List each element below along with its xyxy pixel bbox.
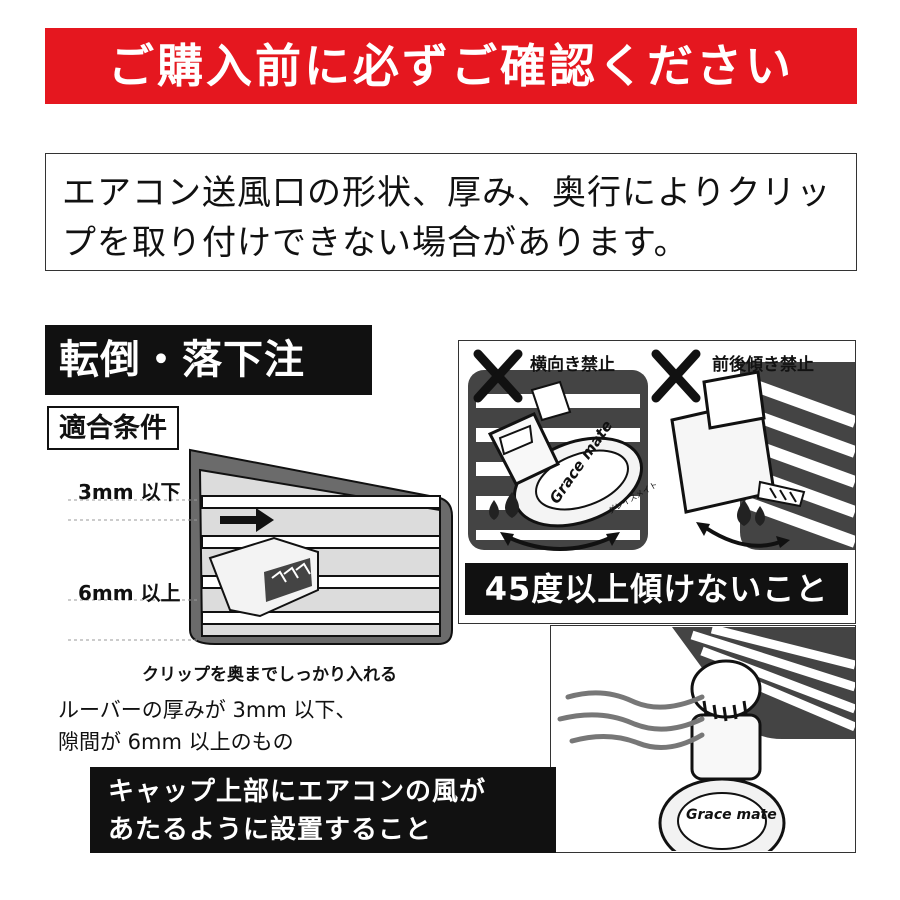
notice-line-1: エアコン送風口の形状、厚み、奥行によりクリッ <box>62 173 832 213</box>
conditions-title: 適合条件 <box>47 406 179 450</box>
purchase-warning-banner: ご購入前に必ずご確認ください <box>45 28 857 104</box>
sideways-label: 横向き禁止 <box>530 355 615 375</box>
rotate-arrow-right <box>704 526 781 548</box>
tilted-bottle-icon <box>670 370 806 526</box>
prohibited-icon-left <box>473 349 523 403</box>
airflow-instruction: キャップ上部にエアコンの風が あたるように設置すること <box>90 767 556 853</box>
rotate-arrow-left <box>509 536 611 551</box>
sideways-bottle-icon <box>487 380 644 528</box>
wind-icon <box>557 690 705 750</box>
insert-arrow-icon <box>220 508 274 532</box>
airflow-illustration: Grace mate <box>557 627 855 851</box>
clip-instruction: クリップを奥までしっかり入れる <box>142 665 397 685</box>
airflow-instruction-line-2: あたるように設置すること <box>108 815 433 845</box>
clip-icon <box>208 536 319 618</box>
airflow-instruction-line-1: キャップ上部にエアコンの風が <box>108 777 487 807</box>
vent-louvers <box>201 495 441 625</box>
forward-back-vent <box>740 362 855 550</box>
vent-clip-illustration <box>68 448 453 645</box>
fall-warning-title: 転倒・落下注意！ <box>45 325 372 453</box>
notice-line-2: プを取り付けできない場合があります。 <box>62 223 689 263</box>
condition-description: ルーバーの厚みが 3mm 以下、 隙間が 6mm 以上のもの <box>58 694 356 758</box>
tilt-illustrations: Grace mate グレイスメイト <box>468 349 855 551</box>
prohibited-icon-right <box>651 349 701 403</box>
measure-guides <box>68 499 200 641</box>
tilt-warning-banner: 45度以上傾けないこと <box>465 563 848 615</box>
compatibility-notice: エアコン送風口の形状、厚み、奥行によりクリッ プを取り付けできない場合があります… <box>45 153 857 271</box>
airflow-product-logo: Grace mate <box>686 807 777 823</box>
condition-description-line-1: ルーバーの厚みが 3mm 以下、 <box>58 698 357 722</box>
forward-back-label: 前後傾き禁止 <box>712 355 814 375</box>
bottle-icon <box>658 659 786 851</box>
condition-description-line-2: 隙間が 6mm 以上のもの <box>58 730 294 754</box>
thickness-label: 3mm 以下 <box>78 480 181 504</box>
gap-label: 6mm 以上 <box>78 581 181 605</box>
